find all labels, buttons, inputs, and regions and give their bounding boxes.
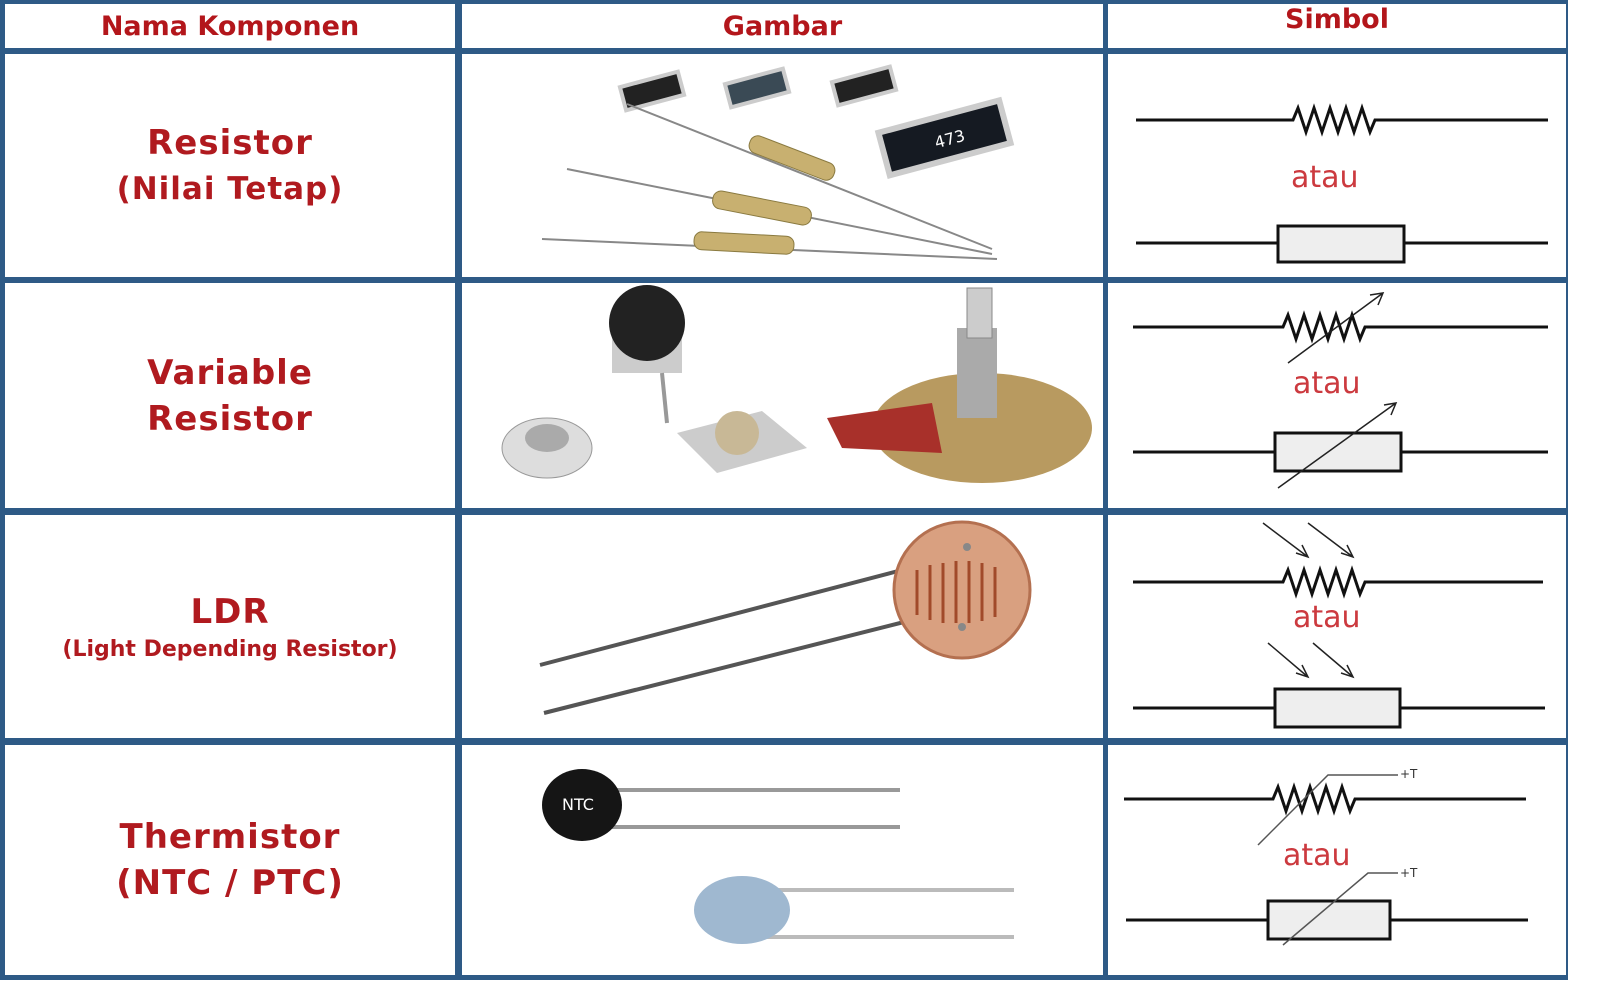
axial-resistors: [693, 135, 836, 255]
light-arrows-icon: [1262, 522, 1355, 559]
component-subtitle: (Light Depending Resistor): [62, 636, 398, 662]
row-ldr-name: LDR (Light Depending Resistor): [5, 515, 455, 738]
header-gambar: Gambar: [462, 4, 1103, 48]
thermistor-picture: NTC: [462, 745, 1103, 975]
header-nama-komponen: Nama Komponen: [5, 4, 455, 48]
row-resistor-name: Resistor (Nilai Tetap): [5, 54, 455, 277]
atau-label: atau: [1293, 366, 1361, 401]
variable-arrow-icon: [1287, 292, 1385, 364]
ldr-illustration: [539, 520, 1032, 715]
component-name: Variable: [147, 352, 313, 393]
light-arrows-icon: [1267, 642, 1355, 679]
component-subtitle: (Nilai Tetap): [116, 170, 344, 207]
variable-resistor-picture: [462, 283, 1103, 508]
zigzag-resistor-symbol: [1136, 103, 1548, 137]
component-name: Resistor: [147, 122, 313, 163]
ntc-marking: NTC: [562, 795, 594, 814]
resistor-picture: 473: [462, 54, 1103, 277]
resistor-photo-illustration: 473: [541, 64, 1015, 260]
box-resistor-symbol: [1276, 224, 1406, 264]
row-variable-resistor-name: Variable Resistor: [5, 283, 455, 508]
thermistor-symbol: +T atau +T: [1108, 745, 1566, 975]
potentiometer-illustration: [501, 285, 1092, 483]
component-table: Nama Komponen Gambar Simbol Resistor (Ni…: [0, 0, 1568, 980]
variable-arrow-icon: [1277, 402, 1398, 489]
smd-resistor-chips: 473: [617, 64, 1015, 179]
atau-label: atau: [1283, 838, 1351, 873]
component-subtitle: Resistor: [147, 398, 313, 439]
temperature-label: +T: [1400, 767, 1418, 781]
row-thermistor-name: Thermistor (NTC / PTC): [5, 745, 455, 975]
variable-resistor-symbol: atau: [1108, 283, 1566, 508]
thermistor-symbols: +T atau +T: [1124, 767, 1528, 946]
header-simbol: Simbol: [1108, 4, 1566, 48]
atau-label: atau: [1293, 600, 1361, 635]
component-subtitle: (NTC / PTC): [116, 863, 344, 903]
temperature-label: +T: [1400, 866, 1418, 880]
header-label: Nama Komponen: [100, 10, 360, 42]
ldr-symbols: atau: [1133, 522, 1545, 729]
resistor-symbol: atau: [1108, 54, 1566, 277]
resistor-symbols: atau: [1136, 103, 1548, 264]
header-label: Gambar: [722, 10, 843, 42]
component-name: Thermistor: [119, 817, 341, 857]
ldr-symbol: atau: [1108, 515, 1566, 738]
thermistor-illustration: NTC: [542, 769, 1014, 944]
atau-label: atau: [1291, 160, 1359, 195]
ldr-picture: [462, 515, 1103, 738]
component-name: LDR: [190, 591, 270, 632]
variable-resistor-symbols: atau: [1133, 292, 1548, 489]
header-label: Simbol: [1285, 4, 1389, 35]
